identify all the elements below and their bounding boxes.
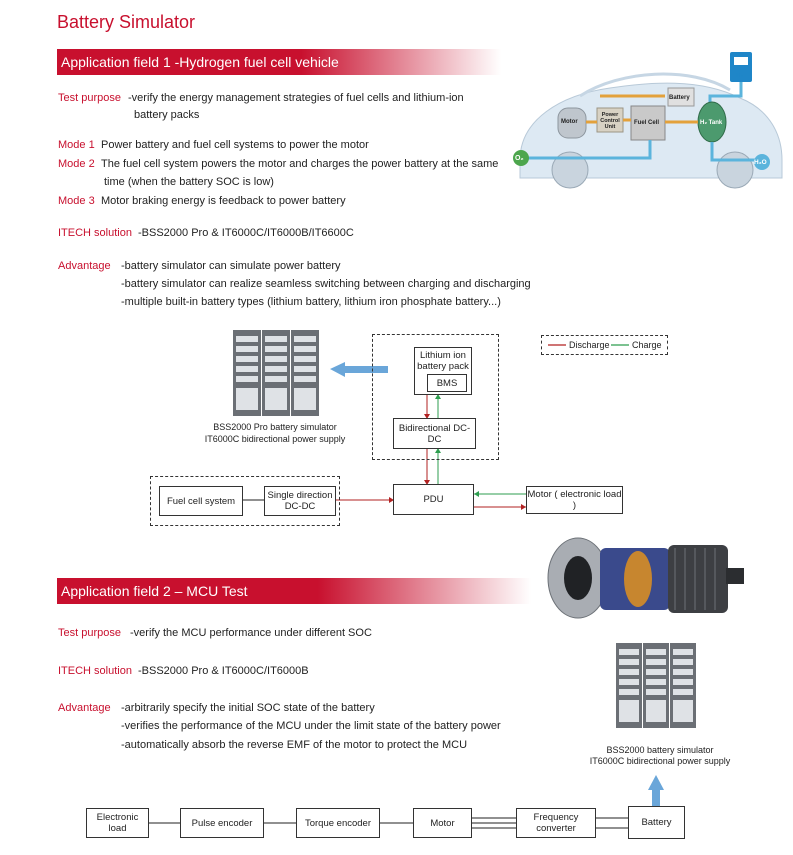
car-label-tank: H₂ Tank <box>700 120 723 126</box>
advantage-label-2: Advantage <box>58 702 111 714</box>
rack-caption-4: IT6000C bidirectional power supply <box>589 756 731 766</box>
pdu-box: PDU <box>393 484 474 515</box>
car-label-o2: O₂ <box>515 155 524 162</box>
car-label-h2: H₂ <box>736 73 743 79</box>
rack-caption-2: IT6000C bidirectional power supply <box>204 434 346 444</box>
solution-label-2: ITECH solution <box>58 665 132 677</box>
mode-2-text-b: time (when the battery SOC is low) <box>104 176 274 188</box>
advantage-item: -arbitrarily specify the initial SOC sta… <box>121 702 375 714</box>
bms-box: BMS <box>427 374 467 392</box>
legend-discharge: Discharge <box>569 340 610 350</box>
test-purpose-text-1b: battery packs <box>134 109 200 121</box>
solution-text-2: -BSS2000 Pro & IT6000C/IT6000B <box>138 665 309 677</box>
legend-charge: Charge <box>632 340 662 350</box>
solution-text-1: -BSS2000 Pro & IT6000C/IT6000B/IT6600C <box>138 227 354 239</box>
chain-torque-encoder: Torque encoder <box>296 808 380 838</box>
chain-electronic-load: Electronic load <box>86 808 149 838</box>
battery-pack-group <box>372 334 499 460</box>
mode-1-label: Mode 1 <box>58 139 95 151</box>
mode-3-label: Mode 3 <box>58 195 95 207</box>
advantage-item: -verifies the performance of the MCU und… <box>121 720 501 732</box>
battery-simulator-rack-icon-2 <box>616 643 696 728</box>
advantage-item: -multiple built-in battery types (lithiu… <box>121 296 501 308</box>
advantage-item: -battery simulator can simulate power ba… <box>121 260 341 272</box>
chain-frequency-converter: Frequency converter <box>516 808 596 838</box>
fuel-cell-group <box>150 476 340 526</box>
test-purpose-label-2: Test purpose <box>58 627 121 639</box>
test-purpose-text-2: -verify the MCU performance under differ… <box>130 627 372 639</box>
test-purpose-text-1: -verify the energy management strategies… <box>128 92 464 104</box>
advantage-item: -battery simulator can realize seamless … <box>121 278 531 290</box>
chain-motor: Motor <box>413 808 472 838</box>
page-title: Battery Simulator <box>57 12 196 32</box>
advantage-label-1: Advantage <box>58 260 111 272</box>
mode-1-text: Power battery and fuel cell systems to p… <box>101 139 369 151</box>
car-label-battery: Battery <box>669 95 690 101</box>
legend-box <box>541 335 668 355</box>
rack-caption-3: BSS2000 battery simulator <box>606 745 714 755</box>
solution-label-1: ITECH solution <box>58 227 132 239</box>
mode-2-text: The fuel cell system powers the motor an… <box>101 158 499 170</box>
mode-2-label: Mode 2 <box>58 158 95 170</box>
chain-pulse-encoder: Pulse encoder <box>180 808 264 838</box>
test-purpose-label-1: Test purpose <box>58 92 121 104</box>
bidirectional-dcdc-box: Bidirectional DC-DC <box>393 418 476 449</box>
mode-3-text: Motor braking energy is feedback to powe… <box>101 195 346 207</box>
car-label-h2o: H₂O <box>754 159 767 166</box>
motor-box: Motor ( electronic load ) <box>526 486 623 514</box>
car-label-motor: Motor <box>561 119 578 125</box>
car-label-pcu: Power Control Unit <box>600 112 620 130</box>
advantage-item: -automatically absorb the reverse EMF of… <box>121 739 468 751</box>
battery-simulator-rack-icon <box>233 330 319 416</box>
chain-battery: Battery <box>628 806 685 839</box>
section-banner-1: Application field 1 -Hydrogen fuel cell … <box>57 49 501 75</box>
fuel-cell-system-box: Fuel cell system <box>159 486 243 516</box>
car-label-fuel-cell: Fuel Cell <box>634 120 660 126</box>
rack-caption-1: BSS2000 Pro battery simulator <box>213 422 337 432</box>
section-banner-2: Application field 2 – MCU Test <box>57 578 531 604</box>
